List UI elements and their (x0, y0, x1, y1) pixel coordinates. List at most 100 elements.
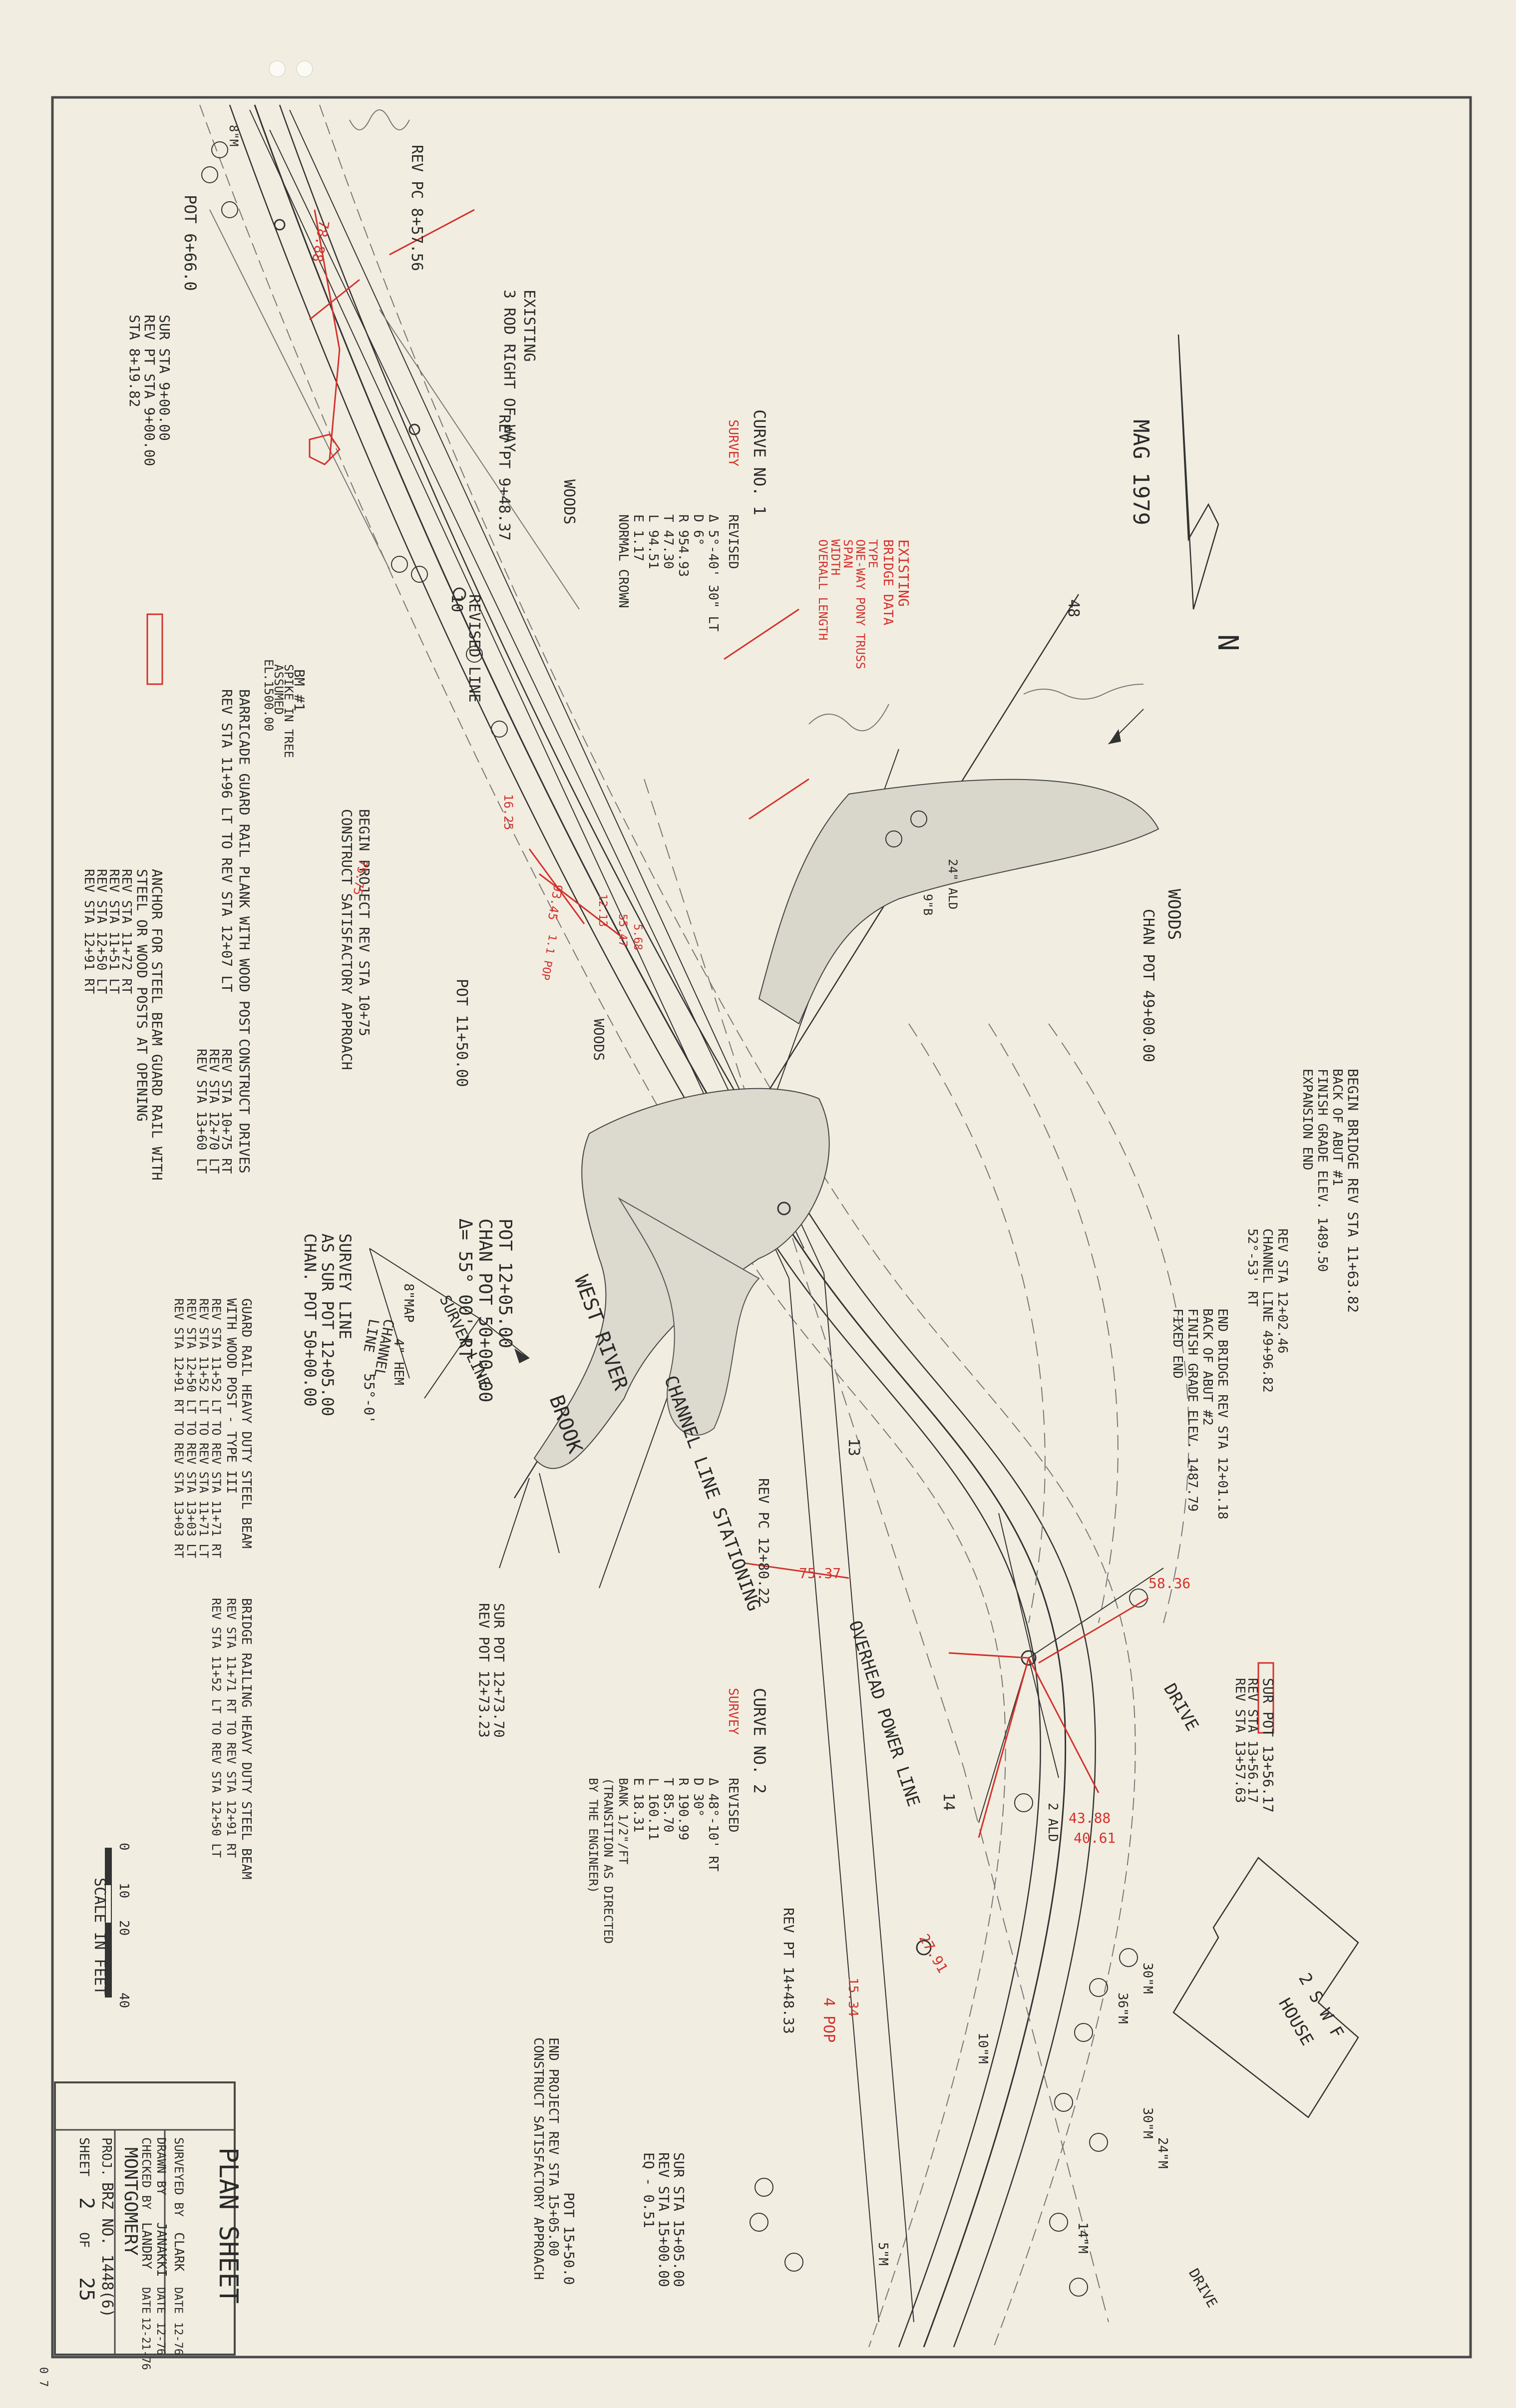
drawing-label: Δ 5°-40' 30" LT (706, 514, 721, 632)
drawing-label: REV STA 11+51 LT (106, 869, 121, 994)
drawing-label: STA 8+19.82 (126, 315, 143, 407)
drawing-label: 4" HEM (391, 1338, 406, 1385)
drawing-label: 75.37 (799, 1565, 841, 1582)
drawing-label: SURVEY LINE (336, 1233, 355, 1339)
drawing-label: T 47.30 (661, 514, 676, 569)
drawing-label: 58.36 (1148, 1575, 1190, 1592)
drawing-label: NORMAL CROWN (616, 514, 631, 608)
drawing-label: DRAWN BY (154, 2137, 168, 2195)
drawing-label: MONTGOMERY (120, 2147, 141, 2256)
drawing-label: CURVE NO. 2 (750, 1688, 769, 1794)
drawing-label: 12-21-76 (139, 2317, 152, 2370)
drawing-label: D 6° (691, 514, 706, 546)
drawing-label: 48 (1065, 599, 1082, 617)
drawing-label: 52°-53' RT (1245, 1228, 1260, 1307)
drawing-label: REV STA 11+71 RT TO REV STA 12+91 RT (224, 1598, 238, 1858)
drawing-label: Δ 48°-10' RT (706, 1778, 721, 1872)
drawing-label: WOODS (591, 1019, 607, 1061)
drawing-label: WOODS (560, 479, 578, 524)
drawing-label: REVISED (726, 1778, 741, 1833)
drawing-label: POT 11+50.00 (453, 979, 470, 1087)
drawing-label: 20 (116, 1920, 131, 1936)
drawing-label: CHANNEL LINE 49+96.82 (1260, 1228, 1275, 1393)
drawing-label: 12-76 (172, 2322, 184, 2355)
drawing-label: 0 (116, 1843, 131, 1851)
drawing-label: D 30° (691, 1778, 706, 1817)
drawing-label: LANDRY (139, 2222, 154, 2269)
drawing-label: 9"B (921, 894, 935, 915)
drawing-label: SURVEYED BY (172, 2137, 186, 2217)
drawing-label: BACK OF ABUT #2 (1200, 1308, 1215, 1426)
drawing-label: WITH WOOD POST - TYPE III (224, 1298, 239, 1494)
drawing-label: BEGIN PROJECT REV STA 10+75 (356, 809, 373, 1036)
drawing-label: EL.1500.00 (262, 659, 276, 732)
drawing-label: 24" ALD (946, 859, 960, 909)
drawing-label: WIDTH (828, 539, 842, 575)
drawing-label: BARRICADE GUARD RAIL PLANK WITH WOOD POS… (236, 689, 253, 1034)
drawing-label: TYPE (866, 539, 880, 568)
drawing-label: 12.13 (596, 894, 609, 927)
drawing-label: CONSTRUCT SATISFACTORY APPROACH (531, 2037, 546, 2280)
drawing-label: BRZ NO. 1448(6) (98, 2182, 116, 2318)
survey-tie-lines (369, 334, 1219, 1823)
drawing-label: SUR STA 15+05.00 (671, 2152, 687, 2287)
drawing-label: REV STA 12+50 LT TO REV STA 13+03 LT (184, 1298, 198, 1558)
drawing-label: END PROJECT REV STA 15+05.00 (546, 2037, 561, 2256)
drawing-label: T 85.70 (661, 1778, 676, 1833)
drawing-label: SPIKE IN TREE (282, 664, 296, 758)
drawing-label: CHAN. POT 50+00.00 (301, 1233, 320, 1407)
punch-hole (296, 60, 313, 77)
drawing-label: 13 (845, 1438, 862, 1456)
drawing-label: CHECKED BY (139, 2137, 153, 2210)
drawing-label: 24"M (1155, 2137, 1170, 2169)
drawing-label: 40.61 (1074, 1830, 1116, 1846)
drawing-label: L 94.51 (646, 514, 661, 569)
drawing-label: SURVEY (726, 419, 741, 466)
drawing-label: REV STA 13+57.63 (1232, 1678, 1247, 1803)
drawing-label: EXPANSION END (1300, 1069, 1315, 1171)
drawing-label: 4 POP (820, 1998, 837, 2042)
drawing-label: REV STA 12+50 LT (94, 869, 109, 994)
drawing-label: 0 7 (37, 2367, 49, 2387)
drawing-label: AS SUR POT 12+05.00 (318, 1233, 337, 1416)
drawing-label: PROJ. (99, 2137, 114, 2176)
drawing-label: WOODS (1164, 889, 1184, 940)
drawing-label: 15.34 (845, 1978, 860, 2016)
drawing-label: R 954.93 (676, 514, 691, 577)
drawing-label: 16.25 (501, 794, 515, 830)
drawing-label: REV STA 11+96 LT TO REV STA 12+07 LT (219, 689, 235, 992)
drawing-label: GUARD RAIL HEAVY DUTY STEEL BEAM (239, 1298, 254, 1549)
drawing-label: BM #1 (291, 669, 308, 711)
drawing-label: OVERALL LENGTH (816, 539, 830, 640)
drawing-label: 14 (940, 1793, 957, 1811)
drawing-label: REV STA 10+75 RT (219, 1049, 234, 1174)
north-arrow-n: N (1211, 634, 1244, 651)
drawing-label: BY THE ENGINEER) (586, 1778, 600, 1893)
drawing-label: R 190.99 (676, 1778, 691, 1840)
drawing-label: REV STA 12+91 RT TO REV STA 13+03 RT (172, 1298, 186, 1558)
drawing-label: ANCHOR FOR STEEL BEAM GUARD RAIL WITH (149, 869, 165, 1181)
drawing-label: 2 ALD (1045, 1803, 1060, 1842)
tree-symbols (201, 141, 1148, 2297)
drawing-label: REVISED (726, 514, 741, 569)
drawing-label: 3 ROD RIGHT OF WAY (500, 290, 518, 452)
drawing-label: 55°-0' (361, 1373, 378, 1424)
drawing-label: 43.88 (1069, 1810, 1111, 1826)
drawing-label: REV PT 9+48.37 (495, 414, 513, 541)
curve-1-table: CURVE NO. 1 SURVEY REVISED Δ 5°-40' 30" … (616, 409, 769, 632)
drawing-label: CHAN POT 50+00.00 (475, 1218, 495, 1402)
drawing-label: REV STA 13+56.17 (1245, 1678, 1260, 1803)
existing-bridge-data: EXISTING BRIDGE DATA TYPE ONE-WAY PONY T… (816, 539, 912, 669)
drawing-label: REV PT STA 9+00.00 (141, 315, 158, 466)
drawing-label: REV STA 12+70 LT (206, 1049, 221, 1174)
drawing-label: SUR STA 9+00.00 (156, 315, 173, 441)
drawing-label: POT 6+66.0 (181, 195, 200, 291)
drawing-label: 14"M (1075, 2222, 1090, 2254)
drawing-label: REV PT 14+48.33 (780, 1908, 797, 2034)
drawing-label: 36"M (1115, 1993, 1130, 2024)
scale-bar: 0 10 20 40 SCALE IN FEET (91, 1843, 131, 2008)
drawing-label: L 160.11 (646, 1778, 661, 1840)
drawing-label: 40 (116, 1993, 131, 2008)
drawing-label: 5.68 (631, 924, 644, 950)
